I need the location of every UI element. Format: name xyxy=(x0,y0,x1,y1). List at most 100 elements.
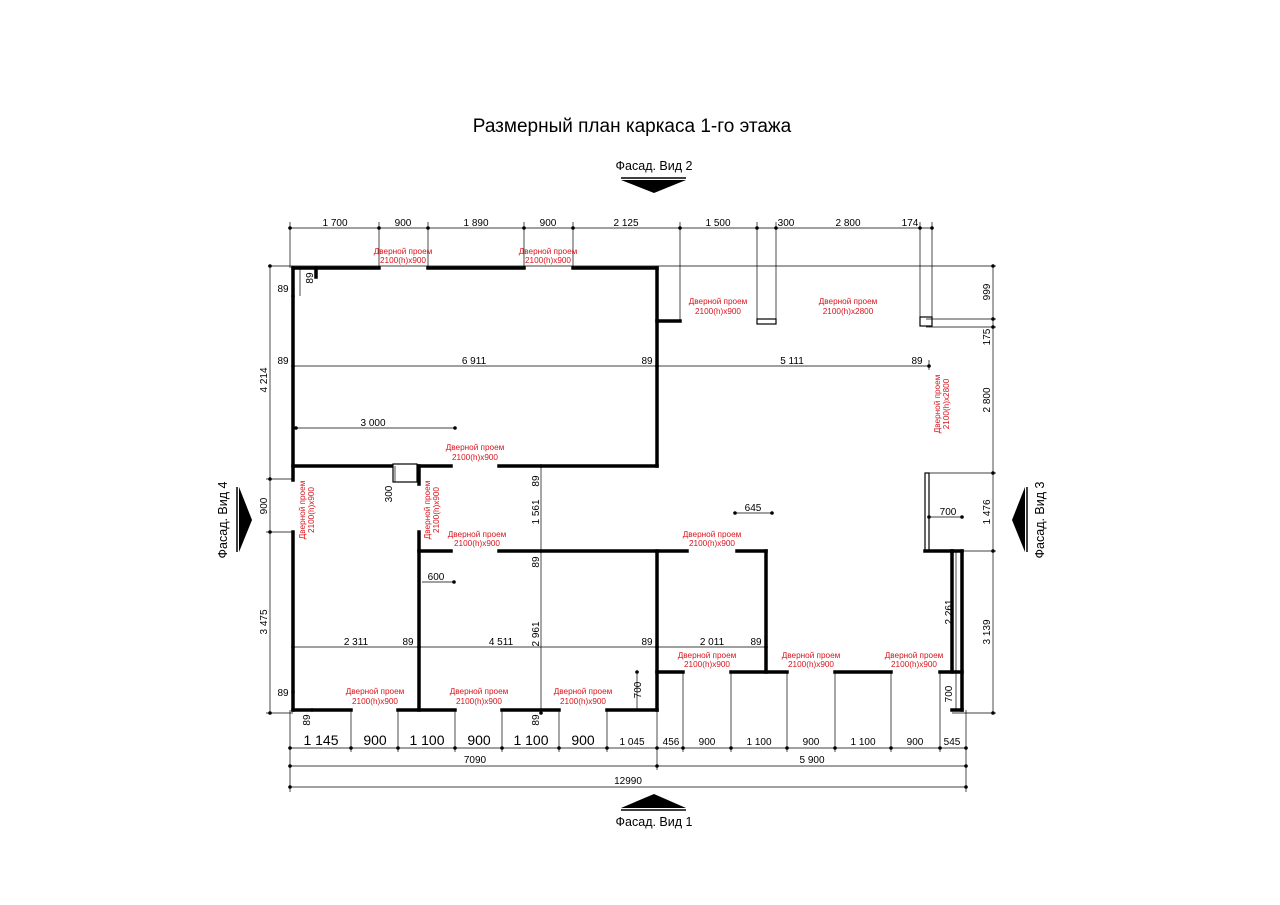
door-size: 2100(h)x900 xyxy=(454,539,500,548)
facade-label-4: Фасад. Вид 4 xyxy=(216,481,230,558)
dim-text: 700 xyxy=(944,685,955,702)
facade-label-1: Фасад. Вид 1 xyxy=(616,815,693,829)
dim-text: 999 xyxy=(982,283,993,300)
dim-text: 2 125 xyxy=(613,218,638,229)
left-dimension-chain: 4 214 900 3 475 xyxy=(259,367,270,634)
door-size: 2100(h)x900 xyxy=(560,697,606,706)
facade-arrow-right-icon xyxy=(239,487,252,552)
dim-text: 1 145 xyxy=(303,732,338,748)
dim-text: 89 xyxy=(305,272,316,284)
door-size: 2100(h)x900 xyxy=(689,539,735,548)
dim-text: 89 xyxy=(531,475,542,487)
dim-text: 1 476 xyxy=(982,499,993,524)
dimension-lines xyxy=(266,222,996,792)
door-size: 2100(h)x900 xyxy=(891,660,937,669)
dim-text: 900 xyxy=(907,737,924,748)
dim-text: 89 xyxy=(531,714,542,726)
dim-text: 5 111 xyxy=(780,356,804,367)
door-size: 2100(h)x900 xyxy=(452,453,498,462)
door-size: 2100(h)x2800 xyxy=(942,378,951,429)
facade-label-3: Фасад. Вид 3 xyxy=(1033,481,1047,558)
dim-text: 3 139 xyxy=(982,619,993,644)
dim-text: 1 561 xyxy=(531,499,542,524)
dim-text: 89 xyxy=(531,556,542,568)
dim-subtotal-left: 7090 xyxy=(464,755,487,766)
dim-text: 175 xyxy=(982,328,993,345)
dim-text: 1 100 xyxy=(409,732,444,748)
dim-subtotal-right: 5 900 xyxy=(799,755,824,766)
door-label: Дверной проем xyxy=(423,480,432,539)
door-label: Дверной проем xyxy=(683,530,742,539)
dim-text: 900 xyxy=(571,732,595,748)
facade-marker-bottom: Фасад. Вид 1 xyxy=(616,794,693,829)
dim-text: 900 xyxy=(395,218,412,229)
door-label: Дверной проем xyxy=(450,687,509,696)
facade-label-2: Фасад. Вид 2 xyxy=(616,159,693,173)
door-label: Дверной проем xyxy=(519,247,578,256)
dim-text: 4 214 xyxy=(259,367,270,392)
facade-arrow-up-icon xyxy=(621,794,686,808)
dim-overall-total: 12990 xyxy=(614,776,642,787)
dim-text: 1 700 xyxy=(322,218,347,229)
door-label: Дверной проем xyxy=(448,530,507,539)
door-size: 2100(h)x900 xyxy=(307,487,316,533)
dim-text: 900 xyxy=(803,737,820,748)
interior-dimensions: 89 89 89 6 911 89 5 111 89 3 000 300 89 … xyxy=(277,272,956,726)
dim-text: 2 261 xyxy=(944,599,955,624)
dim-text: 89 xyxy=(277,284,289,295)
dim-text: 1 100 xyxy=(513,732,548,748)
door-label: Дверной проем xyxy=(298,480,307,539)
door-size: 2100(h)x900 xyxy=(456,697,502,706)
dim-text: 89 xyxy=(911,356,923,367)
door-label: Дверной проем xyxy=(346,687,405,696)
dim-text: 89 xyxy=(302,714,313,726)
dim-text: 456 xyxy=(663,737,680,748)
dim-text: 89 xyxy=(641,356,653,367)
dim-text: 645 xyxy=(745,503,762,514)
door-label: Дверной проем xyxy=(678,651,737,660)
door-label: Дверной проем xyxy=(446,443,505,452)
right-dimension-chain: 999 175 2 800 1 476 3 139 xyxy=(982,283,993,644)
dim-text: 89 xyxy=(277,688,289,699)
dim-text: 2 800 xyxy=(982,387,993,412)
dim-text: 700 xyxy=(633,681,644,698)
dim-text: 89 xyxy=(277,356,289,367)
door-label: Дверной проем xyxy=(885,651,944,660)
door-label: Дверной проем xyxy=(554,687,613,696)
dim-text: 89 xyxy=(402,637,414,648)
dim-text: 600 xyxy=(428,572,445,583)
door-label: Дверной проем xyxy=(689,297,748,306)
dim-text: 900 xyxy=(699,737,716,748)
dim-text: 1 045 xyxy=(619,737,644,748)
door-size: 2100(h)x2800 xyxy=(823,307,874,316)
drawing-title: Размерный план каркаса 1-го этажа xyxy=(473,116,792,137)
dim-text: 6 911 xyxy=(462,356,487,367)
dim-text: 1 100 xyxy=(746,737,771,748)
door-size: 2100(h)x900 xyxy=(525,256,571,265)
door-size: 2100(h)x900 xyxy=(684,660,730,669)
dim-text: 3 000 xyxy=(360,418,385,429)
door-size: 2100(h)x900 xyxy=(788,660,834,669)
door-labels: Дверной проем 2100(h)x900 Дверной проем … xyxy=(298,247,951,706)
dim-text: 2 800 xyxy=(835,218,860,229)
door-label: Дверной проем xyxy=(782,651,841,660)
dim-text: 1 500 xyxy=(705,218,730,229)
top-dimension-chain: 1 700 900 1 890 900 2 125 1 500 300 2 80… xyxy=(322,218,918,229)
facade-marker-right: Фасад. Вид 3 xyxy=(1012,481,1047,558)
facade-arrow-left-icon xyxy=(1012,487,1025,552)
dim-text: 900 xyxy=(259,497,270,514)
door-label: Дверной проем xyxy=(374,247,433,256)
facade-marker-top: Фасад. Вид 2 xyxy=(616,159,693,193)
door-label: Дверной проем xyxy=(933,374,942,433)
door-size: 2100(h)x900 xyxy=(695,307,741,316)
dim-text: 174 xyxy=(902,218,919,229)
dim-text: 900 xyxy=(363,732,387,748)
facade-marker-left: Фасад. Вид 4 xyxy=(216,481,252,558)
dim-text: 2 311 xyxy=(344,637,369,648)
door-size: 2100(h)x900 xyxy=(352,697,398,706)
dim-text: 89 xyxy=(641,637,653,648)
dim-text: 2 011 xyxy=(700,637,725,648)
bottom-dimension-chain: 1 145 900 1 100 900 1 100 900 1 045 456 … xyxy=(303,732,960,787)
dim-text: 3 475 xyxy=(259,609,270,634)
